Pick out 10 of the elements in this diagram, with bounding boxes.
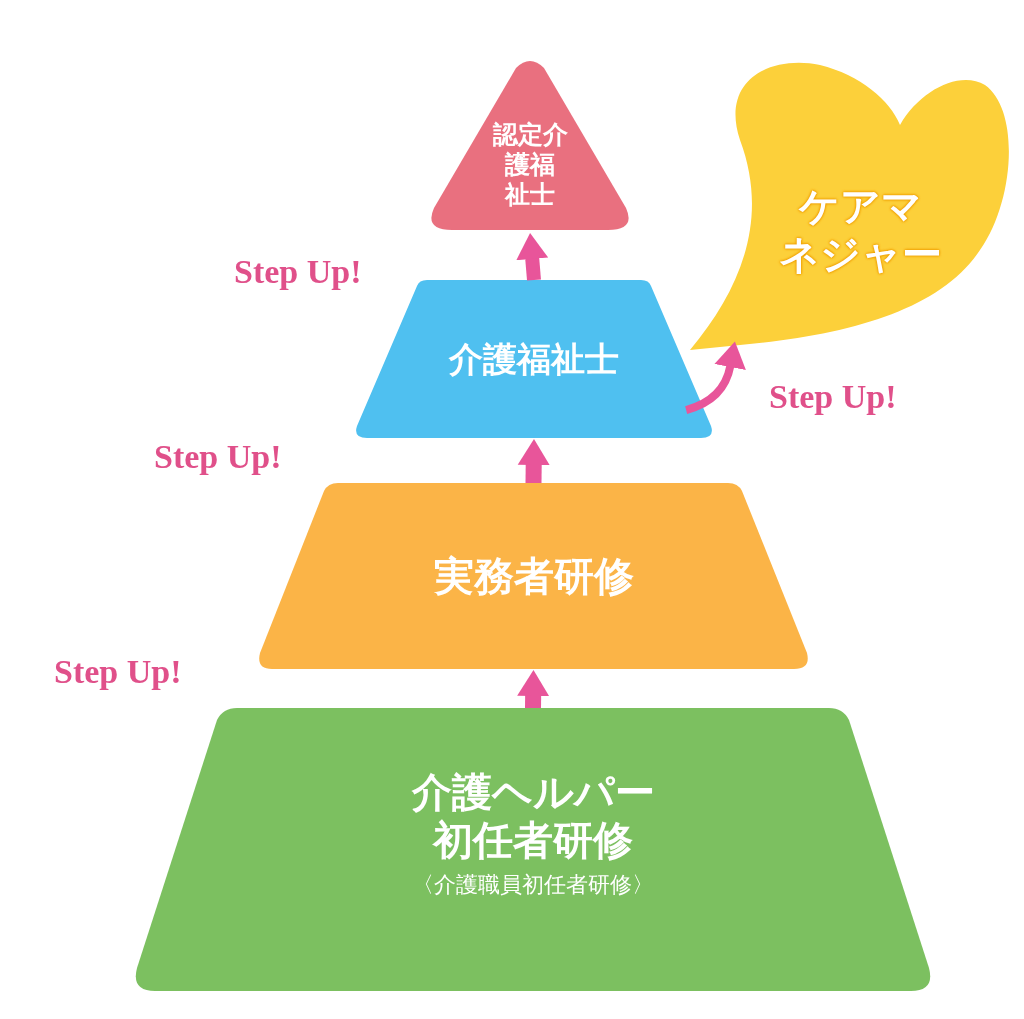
tier-sublabel: 〈介護職員初任者研修〉 [412, 871, 654, 899]
step-up-label: Step Up! [233, 255, 363, 289]
step-up-label: Step Up! [768, 380, 898, 414]
tier-label: 介護福祉士 [449, 337, 619, 381]
tier-label: 介護ヘルパー初任者研修 [410, 768, 656, 864]
step-up-label: Step Up! [53, 655, 183, 689]
tier-label: 認定介護福祉士 [491, 120, 569, 210]
tier-label: ケアマネジャー [777, 182, 943, 278]
step-up-label: Step Up! [153, 440, 283, 474]
tier-label: 実務者研修 [433, 552, 634, 601]
